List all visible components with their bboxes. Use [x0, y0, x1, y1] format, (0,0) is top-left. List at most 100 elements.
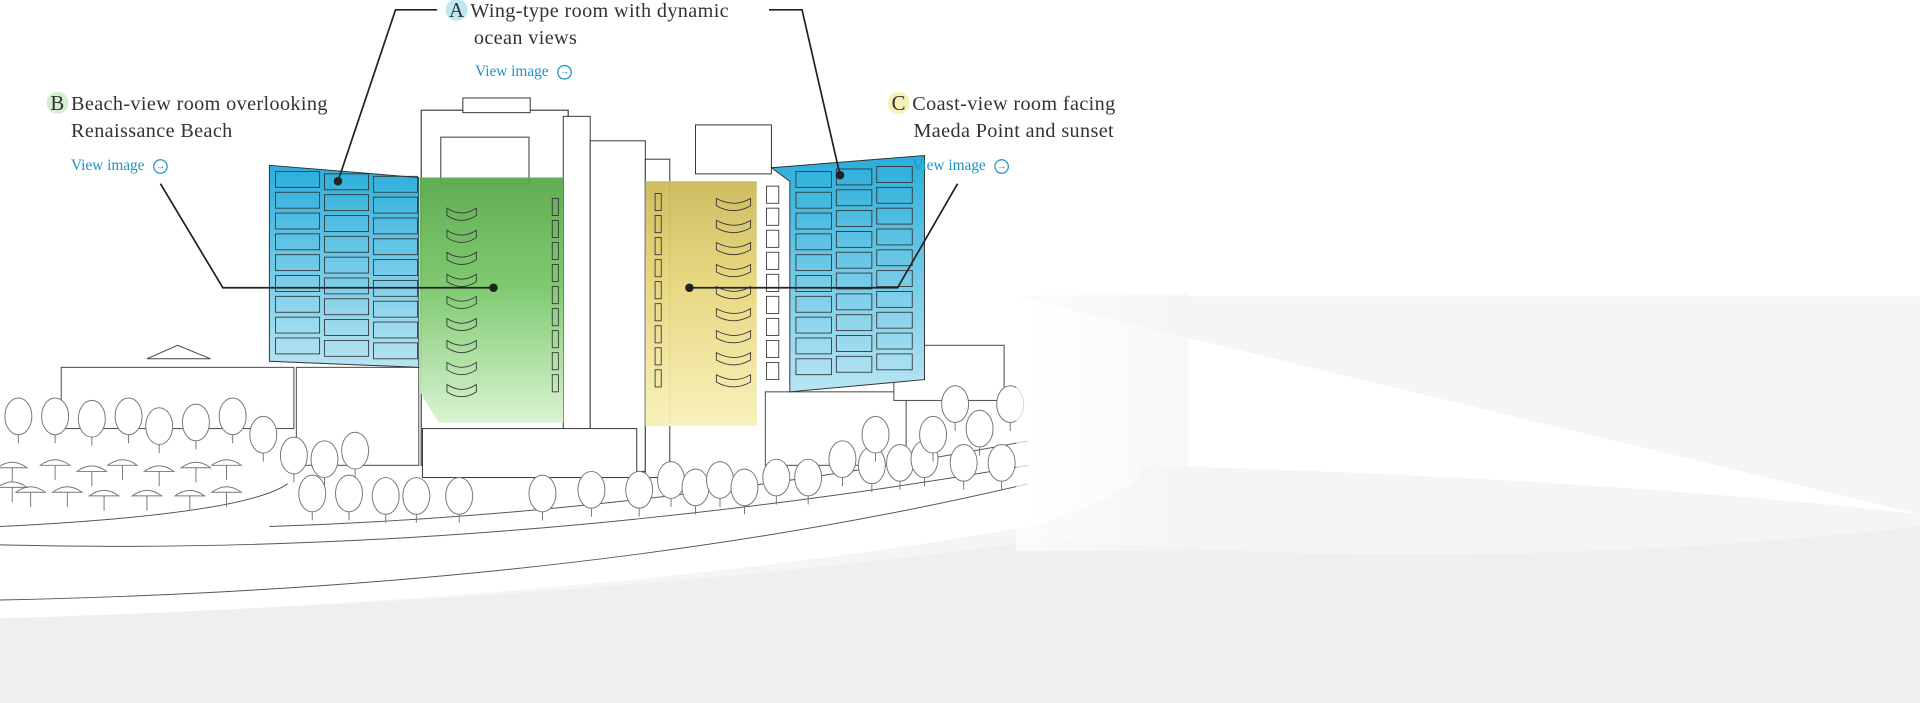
window: [373, 238, 418, 256]
window: [551, 330, 559, 349]
window: [275, 171, 321, 188]
balcony: [715, 219, 752, 234]
window: [551, 374, 559, 393]
ground-band: [0, 526, 1920, 703]
window: [654, 215, 662, 234]
window: [876, 311, 913, 329]
balcony: [715, 307, 752, 322]
tree-icon: [681, 468, 710, 515]
window: [324, 194, 370, 212]
beach-umbrella-icon: [210, 459, 243, 481]
window: [275, 275, 321, 292]
window: [373, 259, 418, 276]
window: [324, 339, 370, 357]
room-c-title: Coast-view room facing: [912, 91, 1116, 116]
window: [795, 171, 832, 188]
window: [551, 352, 559, 371]
window: [766, 339, 780, 358]
leader-dots: [333, 170, 845, 293]
window: [795, 212, 832, 230]
window: [795, 316, 832, 334]
window: [275, 191, 321, 209]
window: [766, 362, 780, 381]
leader-lines: [159, 8, 959, 289]
room-c-badge: C: [887, 91, 910, 115]
room-b-badge: B: [46, 91, 69, 115]
tree-icon: [794, 458, 823, 505]
window: [795, 295, 832, 313]
window: [876, 228, 913, 246]
balcony: [446, 361, 477, 376]
balcony: [715, 241, 752, 256]
window: [795, 233, 832, 251]
tree-icon: [625, 470, 654, 517]
window: [876, 249, 913, 267]
room-a-title: Wing-type room with dynamic: [470, 0, 730, 23]
tree-icon: [145, 407, 174, 454]
tree-icon: [77, 399, 106, 446]
tree-icon: [218, 397, 247, 444]
window: [551, 308, 559, 327]
window: [654, 347, 662, 366]
room-b-view-image-link[interactable]: View image→: [71, 157, 168, 175]
room-c-view-image-link[interactable]: View image→: [912, 157, 1009, 175]
tree-icon: [730, 468, 759, 515]
balcony: [715, 329, 752, 344]
beach-umbrella-icon: [0, 461, 29, 483]
window: [324, 235, 370, 253]
tree-icon: [528, 474, 557, 521]
window: [551, 242, 559, 261]
window: [324, 215, 370, 232]
link-text: View image: [475, 62, 549, 80]
beach-umbrella-icon: [75, 465, 109, 487]
beach-umbrella-icon: [0, 481, 29, 503]
window: [373, 196, 418, 214]
tree-icon: [279, 436, 308, 483]
window: [835, 355, 873, 373]
tree-icon: [181, 403, 210, 450]
window: [795, 191, 832, 209]
window: [876, 207, 913, 225]
balcony: [446, 317, 477, 332]
wing-c-highlight: [645, 181, 757, 427]
window: [654, 325, 662, 344]
tree-icon: [949, 444, 978, 490]
beach-umbrella-icon: [106, 459, 139, 481]
window: [795, 254, 832, 272]
window: [876, 291, 913, 308]
window: [835, 335, 873, 352]
link-text: View image: [912, 156, 986, 174]
balcony: [446, 229, 477, 243]
room-a-view-image-link[interactable]: View image→: [475, 62, 572, 80]
tree-icon: [371, 477, 400, 523]
window: [654, 281, 662, 300]
window: [876, 332, 913, 350]
link-text: View image: [71, 156, 145, 174]
window: [654, 369, 662, 388]
beach-umbrella-icon: [38, 459, 72, 481]
window: [876, 186, 913, 204]
window: [551, 197, 559, 216]
tree-icon: [857, 446, 886, 493]
window: [766, 273, 780, 292]
window: [373, 217, 418, 235]
window: [795, 275, 832, 292]
tree-icon: [886, 444, 914, 490]
tree-icon: [919, 415, 948, 462]
window: [766, 295, 780, 314]
balcony: [715, 263, 752, 278]
beach-umbrella-icon: [51, 486, 84, 507]
window: [324, 319, 370, 336]
window: [766, 185, 780, 204]
tree-icon: [41, 397, 70, 444]
window: [795, 337, 832, 355]
window: [654, 303, 662, 322]
tree-icon: [941, 385, 970, 432]
window: [835, 189, 873, 207]
balcony: [715, 373, 752, 388]
window: [835, 314, 873, 332]
